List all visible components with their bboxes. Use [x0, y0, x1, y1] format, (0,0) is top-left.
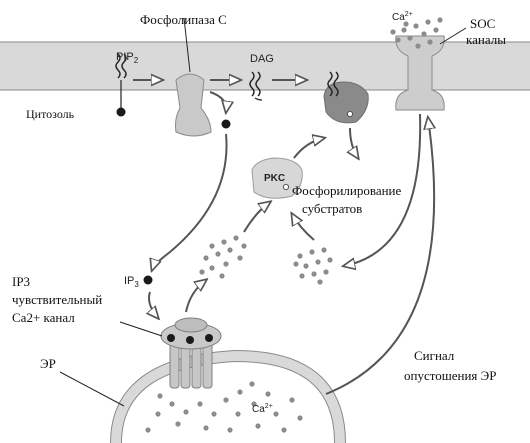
label-signal-line1: Сигнал — [414, 348, 455, 363]
released-ip3-dot — [221, 119, 231, 129]
label-ip3-channel-line1: IP3 — [12, 274, 30, 289]
arrow-soc-ca-to-pkc — [292, 214, 315, 241]
arrow-er-depletion-signal — [325, 118, 434, 395]
arrow-ca-release — [185, 280, 206, 313]
arrow-pkc-to-membrane — [293, 138, 324, 159]
label-dag: DAG — [250, 53, 274, 65]
label-phosphorylation-line1: Фосфорилирование — [292, 183, 401, 198]
ip3-receptor-channel — [160, 317, 222, 389]
label-soc-line2: каналы — [466, 32, 506, 47]
label-er-ca-sup: 2+ — [265, 403, 273, 410]
label-ip3-channel-line3: Ca2+ канал — [12, 310, 75, 325]
pip2-headgroup — [116, 107, 126, 117]
label-ip3: IP3 — [124, 275, 139, 289]
pkc-ca-site — [282, 183, 290, 191]
dag-lipid — [249, 71, 263, 101]
arrow-ca-to-pkc — [243, 202, 270, 233]
label-cytosol: Цитозоль — [26, 107, 75, 121]
label-pkc: PKC — [264, 173, 285, 184]
membrane-pkc-complex — [323, 71, 369, 124]
label-er: ЭР — [40, 356, 56, 371]
label-pip2-main: PIP — [116, 51, 134, 63]
arrow-ip3-binding — [149, 291, 158, 318]
arrow-ip3-to-receptor — [152, 133, 228, 270]
label-ip3-main: IP — [124, 275, 134, 287]
arrow-soc-ca-influx — [344, 113, 422, 266]
arrow-pkc-phosphorylation — [350, 127, 358, 158]
label-phospholipase-c: Фосфолипаза С — [140, 12, 227, 27]
label-pip2: PIP2 — [116, 51, 139, 65]
arrow-plc-release-ip3 — [209, 91, 226, 112]
label-ip3-sub: 3 — [134, 280, 139, 289]
ip3-dot — [143, 275, 153, 285]
label-soc-line1: SOC — [470, 16, 495, 31]
label-phosphorylation-line2: субстратов — [302, 201, 362, 216]
label-er-ca-main: Ca — [252, 404, 265, 415]
svg-text:PIP2: PIP2 — [116, 51, 139, 65]
label-er-ca: Ca2+ — [252, 403, 273, 415]
label-pip2-sub: 2 — [134, 56, 139, 65]
released-ca-cloud — [199, 235, 247, 279]
extracellular-ca-ions — [390, 17, 443, 49]
label-ip3-channel-line2: чувствительный — [12, 292, 102, 307]
pkc-cytosolic — [251, 157, 303, 199]
soc-label-pointer — [439, 27, 467, 45]
er-lumen-ca-ions — [145, 381, 303, 433]
er-label-pointer — [59, 371, 125, 407]
plasma-membrane — [0, 41, 530, 91]
label-ca-extracellular: Ca2+ — [392, 11, 413, 23]
soc-channel — [395, 35, 445, 111]
label-signal-line2: опустошения ЭР — [404, 368, 496, 383]
pip2-lipid — [115, 53, 127, 117]
label-ca-main: Ca — [392, 12, 405, 23]
plc-label-pointer — [183, 17, 191, 73]
label-ca-sup: 2+ — [405, 11, 413, 18]
phospholipase-c-enzyme — [175, 73, 212, 137]
ip3-channel-label-pointer — [119, 321, 163, 337]
soc-entry-ca-cloud — [293, 247, 333, 285]
